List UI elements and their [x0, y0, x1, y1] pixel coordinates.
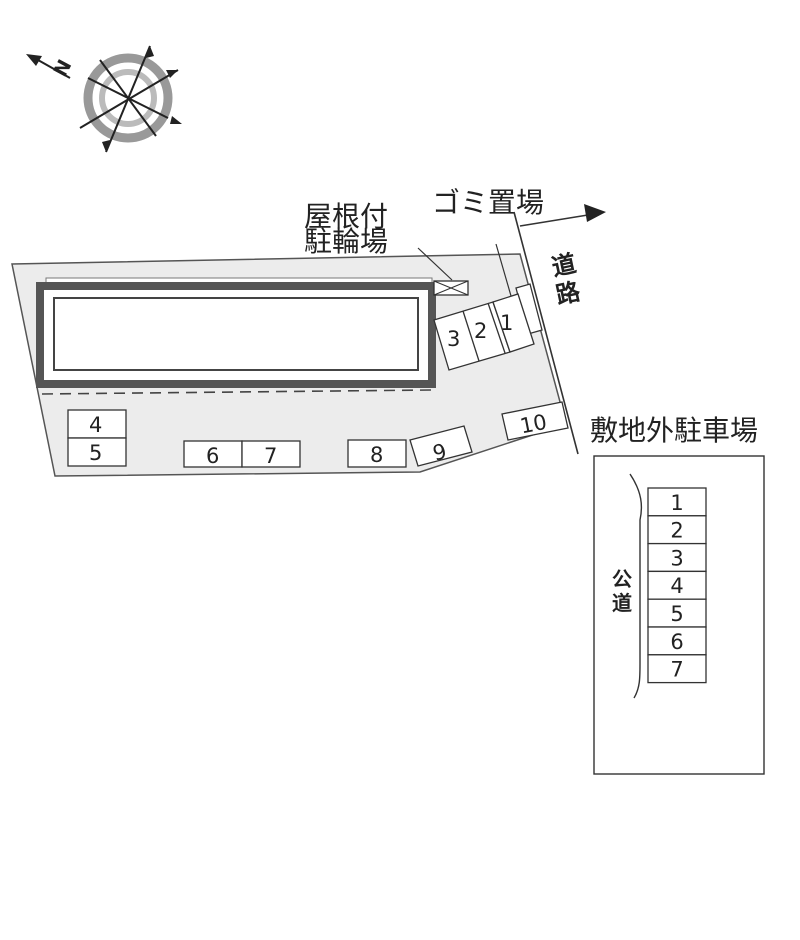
parking-6-7 — [183, 440, 301, 468]
offsite-slot-number: 2 — [670, 519, 683, 543]
parking-4-5 — [67, 409, 127, 467]
public-road-curb — [629, 473, 643, 699]
offsite-parking-slots: 1 2 3 4 5 6 7 — [647, 487, 707, 684]
bike-parking-label-2: 駐輪場 — [304, 225, 388, 258]
parking-10-box — [501, 401, 569, 441]
offsite-slot-box — [647, 570, 707, 600]
compass-rose-icon: N — [26, 45, 182, 153]
parking-3-2-1 — [433, 293, 535, 371]
parking-space-4: 4 — [89, 413, 102, 437]
parking-space-2: 2 — [474, 319, 487, 343]
parking-space-1: 1 — [500, 311, 513, 335]
offsite-slot-number: 4 — [670, 574, 683, 598]
setback-line — [41, 389, 433, 395]
offsite-slot-number: 3 — [670, 546, 683, 570]
offsite-slot-number: 5 — [670, 602, 683, 626]
offsite-slot-box — [647, 654, 707, 684]
parking-space-3: 3 — [447, 327, 460, 351]
garbage-label: ゴミ置場 — [432, 186, 544, 219]
parking-space-10: 10 — [518, 410, 549, 439]
offsite-slot-box — [647, 515, 707, 545]
public-road-char2: 道 — [612, 591, 632, 615]
offsite-slot-number: 6 — [670, 630, 683, 654]
parking-9-box — [409, 425, 473, 467]
parking-space-7: 7 — [264, 444, 277, 468]
building — [36, 277, 436, 388]
parking-space-6: 6 — [206, 444, 219, 468]
bike-parking-label-1: 屋根付 — [304, 200, 388, 233]
offsite-slot-box — [647, 598, 707, 628]
parking-space-9: 9 — [430, 439, 449, 466]
parking-space-5: 5 — [89, 441, 102, 465]
road — [513, 204, 606, 455]
road-label-char1: 道 — [549, 249, 578, 281]
offsite-parking-label: 敷地外駐車場 — [590, 414, 758, 447]
public-road-char1: 公 — [612, 567, 632, 591]
offsite-slot-number: 7 — [670, 658, 683, 682]
parking-8-box — [347, 439, 407, 468]
offsite-slot-box — [647, 487, 707, 517]
north-label: N — [49, 56, 76, 80]
road-label-char2: 路 — [553, 277, 583, 310]
offsite-slot-number: 1 — [670, 491, 683, 515]
parking-space-8: 8 — [370, 443, 383, 467]
arrow-right-icon — [584, 204, 606, 222]
bicycle-parking — [417, 247, 469, 296]
